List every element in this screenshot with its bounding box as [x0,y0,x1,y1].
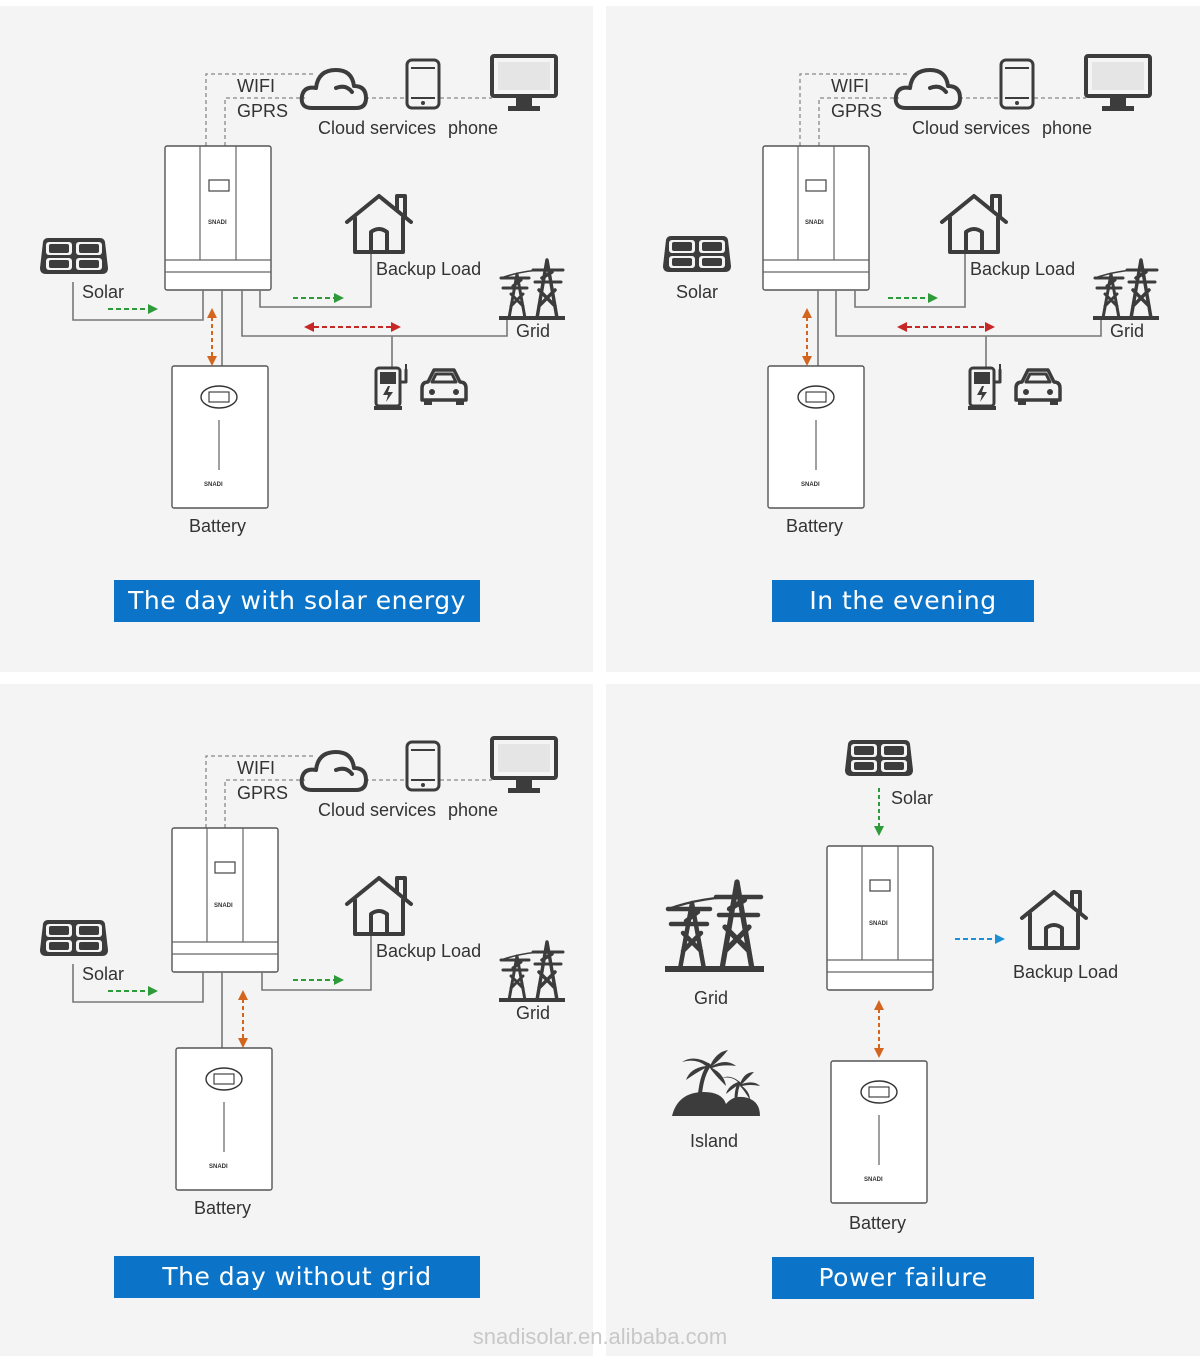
grid-label: Grid [516,1003,550,1023]
house-icon [1020,890,1088,950]
inverter-brand: SNADI [869,921,888,927]
caption-evening: In the evening [772,580,1034,622]
cloud-icon [299,68,368,110]
battery-unit: SNADI [175,1047,273,1191]
diagram-no-grid: WIFI GPRS Cloud services phone SNADI Sol… [40,736,567,1218]
battery-unit: SNADI [767,365,865,509]
house-icon [345,194,413,254]
wifi-label: WIFI [831,76,869,96]
phone-label: phone [448,800,498,820]
phone-icon [405,58,441,110]
panel-power-failure [606,684,1200,1356]
phone-icon [405,740,441,792]
house-icon [345,876,413,936]
solar-panel-icon [40,238,108,274]
grid-tower-icon [1091,258,1161,322]
battery-unit: SNADI [830,1060,928,1204]
diagram-day-solar: WIFI GPRS Cloud services phone SNADI Sol… [40,54,567,536]
monitor-icon [490,736,558,795]
inverter-brand: SNADI [214,903,233,909]
phone-label: phone [448,118,498,138]
panel-day-solar [0,6,593,672]
monitor-icon [1084,54,1152,113]
inverter: SNADI [164,145,272,291]
grid-tower-icon [497,940,567,1004]
gprs-label: GPRS [831,101,882,121]
cloud-label: Cloud services [318,800,436,820]
solar-label: Solar [676,282,718,302]
battery-brand: SNADI [864,1177,883,1183]
gprs-label: GPRS [237,101,288,121]
cloud-icon [893,68,962,110]
backup-load-label: Backup Load [1013,962,1118,982]
island-icon [670,1048,762,1118]
monitor-icon [490,54,558,113]
island-label: Island [690,1131,738,1151]
watermark: snadisolar.en.alibaba.com [472,1324,728,1349]
battery-brand: SNADI [209,1164,228,1170]
inverter: SNADI [171,827,279,973]
solar-panel-icon [40,920,108,956]
inverter-brand: SNADI [208,220,227,226]
solar-panel-icon [663,236,731,272]
ev-charger-icon [966,362,1002,412]
caption-day-solar: The day with solar energy [114,580,480,622]
diagram-power-failure: Solar SNADI Backup Load Grid Island SNAD… [665,740,1118,1233]
grid-label: Grid [516,321,550,341]
phone-label: phone [1042,118,1092,138]
battery-unit: SNADI [171,365,269,509]
gprs-label: GPRS [237,783,288,803]
backup-load-label: Backup Load [970,259,1075,279]
car-icon [420,368,468,407]
solar-panel-icon [845,740,913,776]
wifi-label: WIFI [237,76,275,96]
panel-no-grid [0,684,593,1356]
caption-power-failure: Power failure [772,1257,1034,1299]
solar-label: Solar [891,788,933,808]
cloud-label: Cloud services [318,118,436,138]
grid-tower-icon [497,258,567,322]
grid-tower-icon [665,882,764,972]
phone-icon [999,58,1035,110]
inverter: SNADI [762,145,870,291]
wifi-label: WIFI [237,758,275,778]
battery-label: Battery [189,516,246,536]
battery-brand: SNADI [204,482,223,488]
grid-label: Grid [1110,321,1144,341]
battery-brand: SNADI [801,482,820,488]
backup-load-label: Backup Load [376,941,481,961]
cloud-icon [299,750,368,792]
solar-label: Solar [82,964,124,984]
caption-no-grid: The day without grid [114,1256,480,1298]
car-icon [1014,368,1062,407]
inverter-brand: SNADI [805,220,824,226]
diagram-evening: WIFI GPRS Cloud services phone SNADI Sol… [663,54,1161,536]
cloud-label: Cloud services [912,118,1030,138]
grid-label: Grid [694,988,728,1008]
inverter: SNADI [826,845,934,991]
battery-label: Battery [849,1213,906,1233]
backup-load-label: Backup Load [376,259,481,279]
ev-charger-icon [372,362,408,412]
house-icon [940,194,1008,254]
battery-label: Battery [786,516,843,536]
battery-label: Battery [194,1198,251,1218]
solar-label: Solar [82,282,124,302]
panel-evening [606,6,1200,672]
